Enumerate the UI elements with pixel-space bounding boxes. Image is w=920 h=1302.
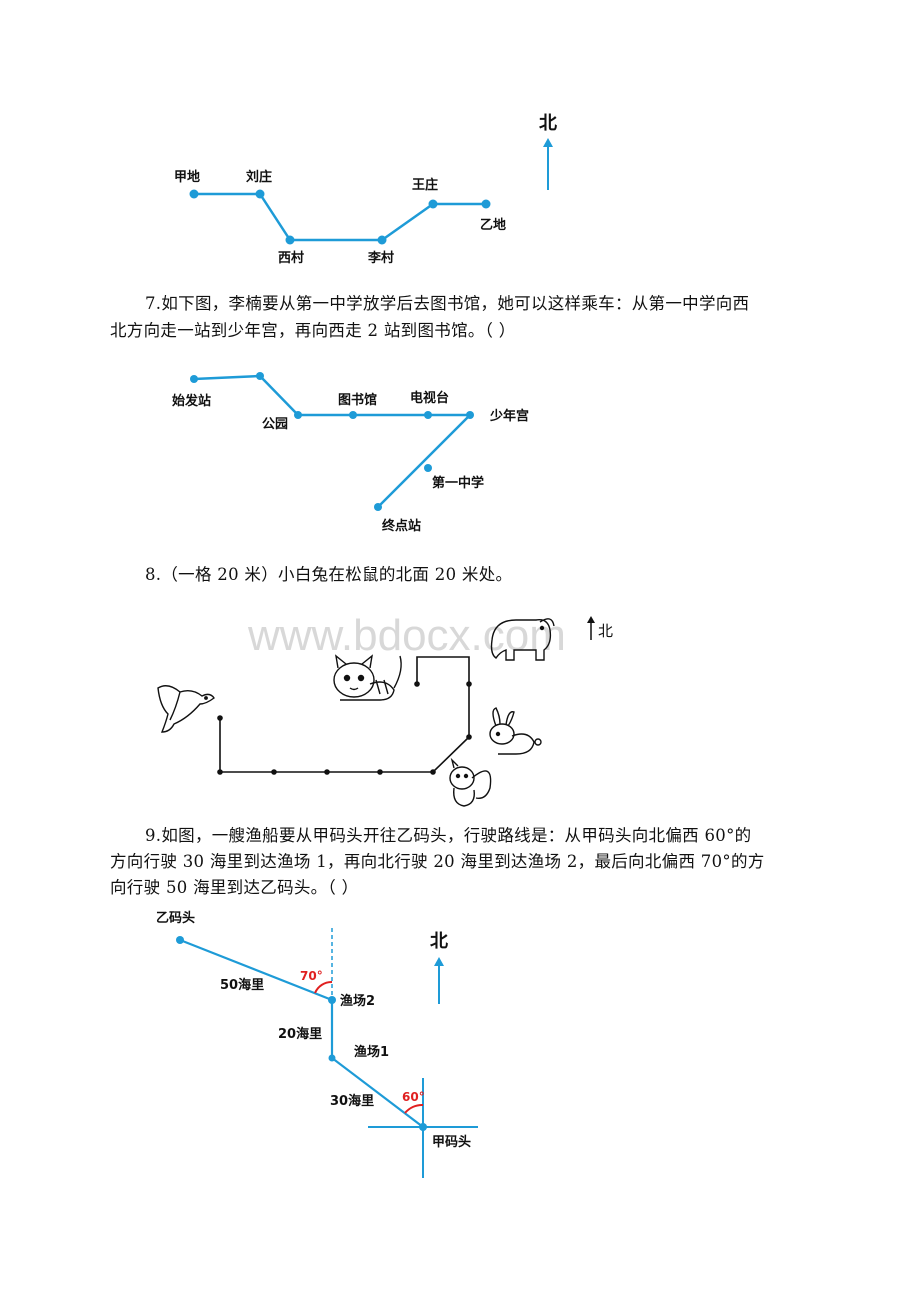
- label-20nm: 20海里: [278, 1026, 322, 1042]
- station-start: 始发站: [172, 393, 211, 409]
- label-50nm: 50海里: [220, 977, 264, 993]
- station-park: 公园: [262, 417, 288, 432]
- question-8: 8.（一格 20 米）小白兔在松鼠的北面 20 米处。: [145, 565, 513, 584]
- question-9-line3: 向行驶 50 海里到达乙码头。（ ）: [110, 878, 359, 897]
- station-tv: 电视台: [410, 390, 449, 406]
- label-30nm: 30海里: [330, 1093, 374, 1109]
- place-licun: 李村: [367, 250, 394, 266]
- label-angle-60: 60°: [402, 1090, 425, 1104]
- north-label: 北: [539, 113, 557, 134]
- north-arrow-icon: [543, 138, 553, 147]
- question-9-line1: 9.如图，一艘渔船要从甲码头开往乙码头，行驶路线是：从甲码头向北偏西 60°的: [145, 826, 752, 845]
- station-youth-palace: 少年宫: [489, 408, 529, 424]
- elephant-icon: [490, 618, 555, 661]
- place-xicun: 西村: [278, 250, 304, 266]
- bus-route-map: 始发站 公园 图书馆 电视台 少年宫 第一中学 终点站: [172, 372, 529, 534]
- north-label-2: 北: [598, 622, 613, 640]
- north-arrow-icon-2: [587, 616, 595, 623]
- animal-grid-map: www.bdocx.com 北: [157, 611, 613, 807]
- north-arrow-icon-3: [434, 957, 444, 966]
- question-7-line2: 北方向走一站到少年宫，再向西走 2 站到图书馆。（ ）: [110, 321, 516, 340]
- question-9-line2: 方向行驶 30 海里到达渔场 1，再向北行驶 20 海里到达渔场 2，最后向北偏…: [110, 852, 765, 871]
- label-jia-pier: 甲码头: [432, 1134, 471, 1150]
- angle-arc-70: [314, 980, 333, 994]
- watermark: www.bdocx.com: [247, 611, 566, 660]
- label-yi-pier: 乙码头: [156, 910, 195, 926]
- station-first-school: 第一中学: [432, 475, 484, 491]
- rabbit-icon: [489, 707, 542, 755]
- angle-arc-60: [404, 1103, 424, 1114]
- place-jiadi: 甲地: [174, 169, 200, 185]
- boat-route-map: 乙码头 50海里 70° 渔场2 20海里 渔场1 30海里 60° 甲码头 北: [156, 910, 478, 1178]
- station-library: 图书馆: [338, 392, 377, 408]
- place-wangzhuang: 王庄: [412, 177, 438, 193]
- route-map-1: 甲地 刘庄 西村 李村 王庄 乙地 北: [174, 113, 557, 266]
- north-label-3: 北: [430, 931, 448, 952]
- cat-icon: [333, 654, 402, 701]
- label-fishery-1: 渔场1: [354, 1044, 389, 1060]
- dove-icon: [157, 685, 215, 733]
- place-yidi: 乙地: [480, 217, 506, 233]
- label-fishery-2: 渔场2: [340, 993, 375, 1009]
- squirrel-icon: [449, 757, 492, 807]
- place-liuzhuang: 刘庄: [246, 169, 272, 185]
- label-angle-70: 70°: [300, 969, 323, 983]
- question-7-line1: 7.如下图，李楠要从第一中学放学后去图书馆，她可以这样乘车：从第一中学向西: [145, 294, 750, 313]
- station-end: 终点站: [382, 518, 421, 534]
